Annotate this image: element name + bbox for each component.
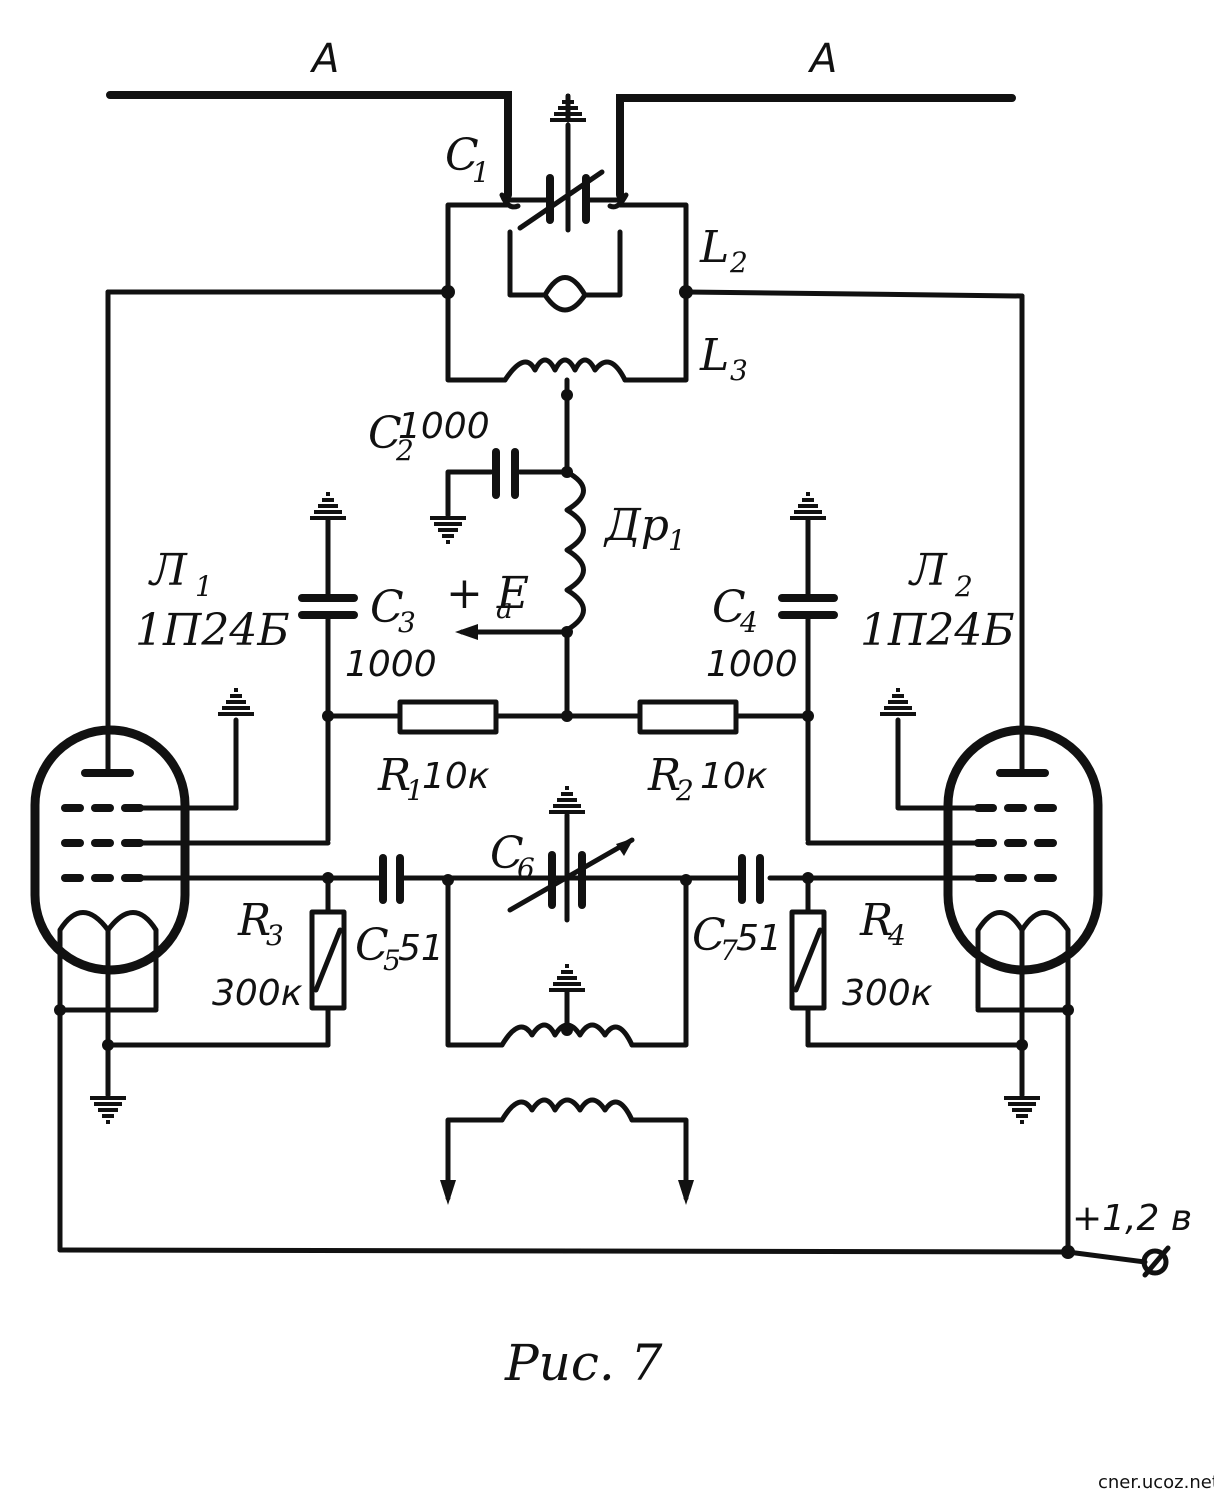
r2-value: 10к	[700, 756, 768, 797]
tube-l1-label: Л	[148, 545, 188, 596]
tube-l1-type: 1П24Б	[135, 605, 290, 656]
figure-caption: Рис. 7	[504, 1334, 663, 1392]
c3-label: C	[370, 582, 404, 633]
tank-circuit	[105, 202, 1025, 743]
r2-label: R	[647, 750, 681, 801]
c5-value: 51	[398, 928, 444, 969]
c1-capacitor	[499, 93, 629, 233]
antenna-right-label: A	[807, 36, 837, 82]
c4-value: 1000	[706, 644, 798, 685]
c7-label: C	[692, 910, 726, 961]
c3-sub: 3	[398, 606, 416, 639]
c5-label: C	[355, 920, 389, 971]
r3-label: R	[237, 895, 271, 946]
c5-sub: 5	[383, 944, 401, 977]
l2-sub: 2	[729, 246, 748, 279]
antenna: A A	[106, 36, 1016, 199]
r1-label: R	[377, 750, 411, 801]
plate-feed	[428, 377, 586, 721]
c6-label: C	[490, 828, 524, 879]
dr1-label: Др	[603, 500, 669, 551]
l2-label: L	[699, 222, 729, 273]
r1-value: 10к	[422, 756, 490, 797]
c3-value: 1000	[345, 644, 437, 685]
l3-sub: 3	[730, 354, 748, 387]
c4-sub: 4	[739, 606, 758, 639]
tube-l2-type: 1П24Б	[860, 605, 1015, 656]
r4-sub: 4	[887, 919, 906, 952]
tube-l2	[767, 688, 1103, 1253]
filament-supply	[57, 1245, 1171, 1278]
ea-label: + E	[446, 568, 529, 619]
screen-resistors	[325, 699, 811, 735]
c1-label: C	[445, 130, 479, 181]
antenna-left-label: A	[309, 36, 339, 82]
c2-value: 1000	[398, 406, 490, 447]
tube-l2-sub: 2	[954, 570, 973, 603]
c1-sub: 1	[472, 156, 490, 189]
grid-circuit	[309, 786, 827, 1205]
watermark: cner.ucoz.net	[1098, 1472, 1214, 1493]
c3-capacitor	[298, 492, 358, 843]
c4-capacitor	[778, 492, 838, 843]
ea-sub: a	[496, 592, 513, 625]
c6-sub: 6	[517, 852, 535, 885]
r4-value: 300к	[842, 973, 933, 1014]
r3-value: 300к	[212, 973, 303, 1014]
c7-value: 51	[736, 918, 782, 959]
c2-label: C	[368, 408, 402, 459]
dr1-sub: 1	[668, 524, 686, 557]
c4-label: C	[712, 582, 746, 633]
c2-sub: 2	[395, 434, 414, 467]
tube-l1	[30, 688, 383, 1253]
tube-l1-sub: 1	[195, 570, 213, 603]
r1-sub: 1	[406, 774, 424, 807]
filament-label: +1,2 в	[1072, 1198, 1192, 1239]
l3-label: L	[699, 330, 729, 381]
c7-sub: 7	[720, 934, 738, 967]
tube-l2-label: Л	[908, 545, 948, 596]
r2-sub: 2	[675, 774, 694, 807]
r3-sub: 3	[266, 919, 284, 952]
r4-label: R	[859, 895, 893, 946]
